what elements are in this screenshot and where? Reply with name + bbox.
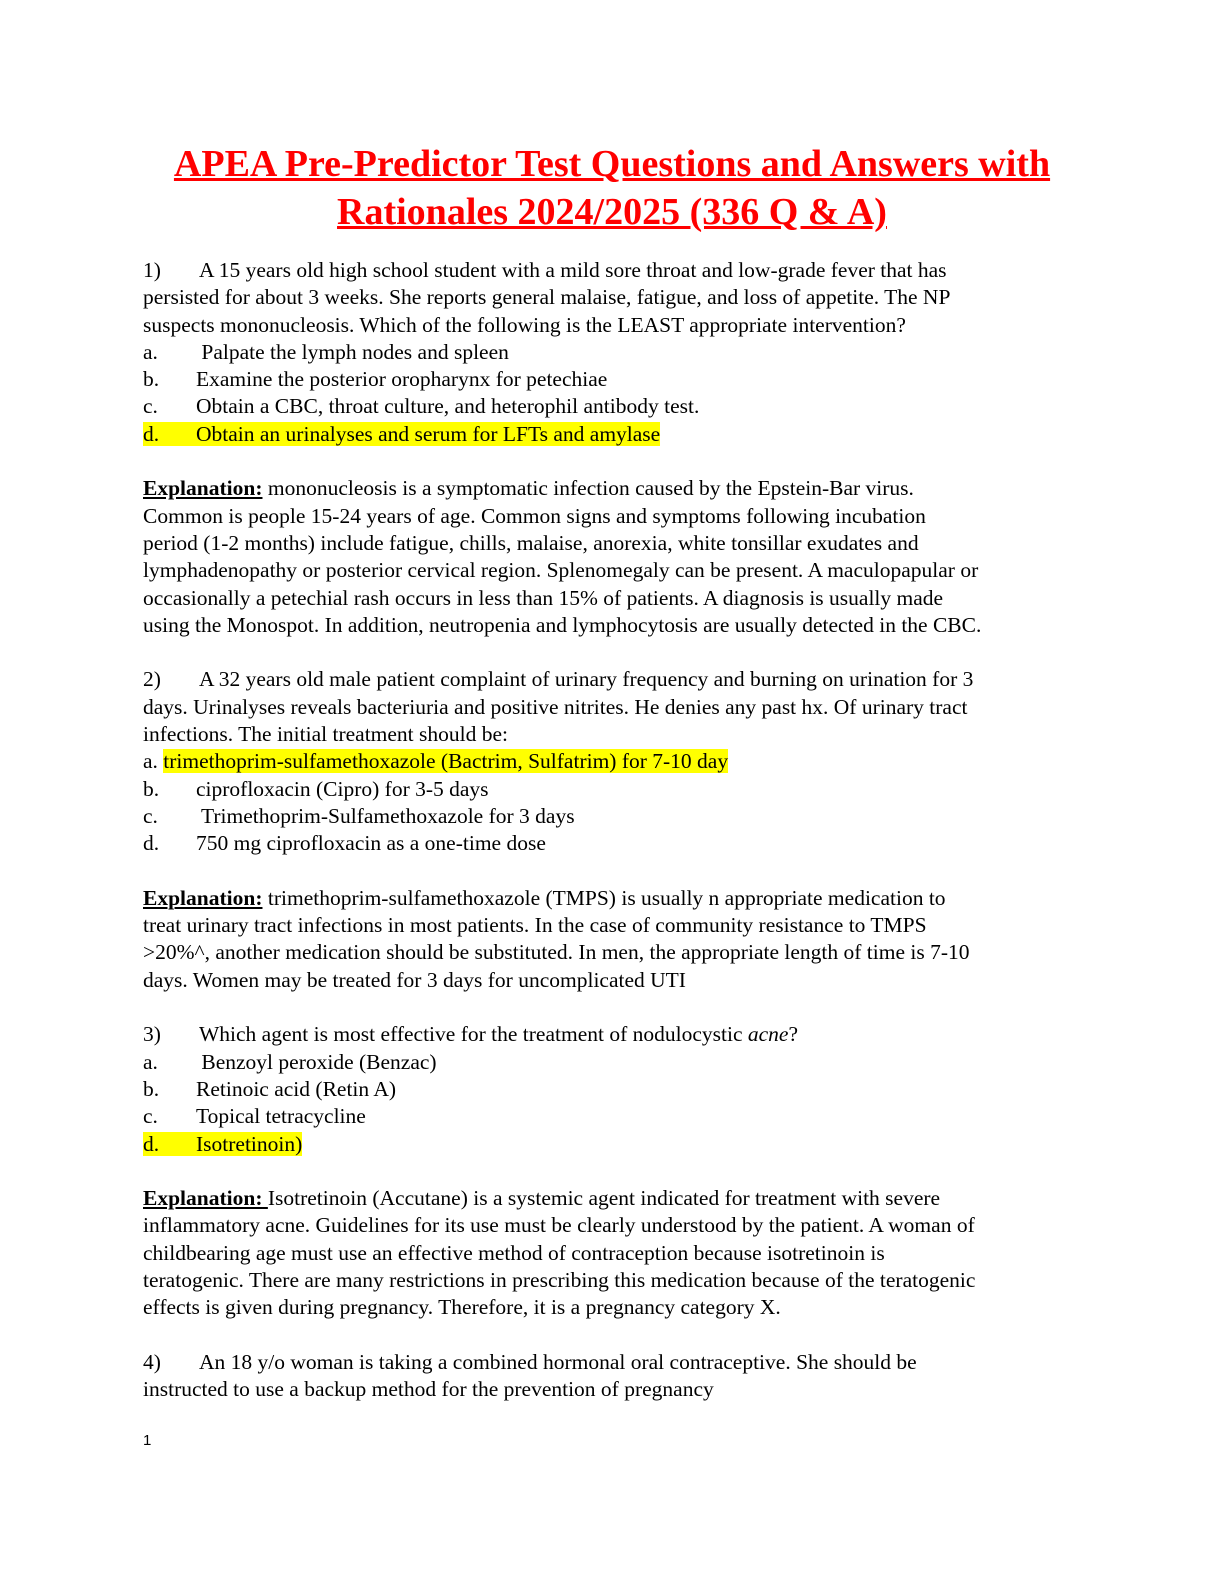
explanation-line: Explanation: trimethoprim-sulfamethoxazo… <box>143 885 946 910</box>
explanation-line: effects is given during pregnancy. There… <box>143 1295 781 1320</box>
answer-option-d-correct: d.Isotretinoin) <box>143 1131 303 1156</box>
answer-option-a-correct: a. trimethoprim-sulfamethoxazole (Bactri… <box>143 749 729 774</box>
question-stem-line: instructed to use a backup method for th… <box>143 1377 714 1402</box>
question-stem-line: 4)An 18 y/o woman is taking a combined h… <box>143 1349 1083 1376</box>
document-body: 1)A 15 years old high school student wit… <box>143 257 1083 1403</box>
explanation-line: using the Monospot. In addition, neutrop… <box>143 612 982 637</box>
answer-option-d: d.750 mg ciprofloxacin as a one-time dos… <box>143 831 546 856</box>
answer-option-b: b.Retinoic acid (Retin A) <box>143 1076 397 1101</box>
question-stem-line: 1)A 15 years old high school student wit… <box>143 257 1083 284</box>
document-title: APEA Pre-Predictor Test Questions and An… <box>110 140 1114 236</box>
answer-option-d-correct: d.Obtain an urinalyses and serum for LFT… <box>143 421 661 446</box>
question-4: 4)An 18 y/o woman is taking a combined h… <box>143 1349 1083 1404</box>
explanation-label: Explanation: <box>143 885 263 910</box>
page-number: 1 <box>143 1432 152 1449</box>
explanation-label: Explanation: <box>143 1186 263 1211</box>
explanation-line: lymphadenopathy or posterior cervical re… <box>143 558 979 583</box>
answer-option-b: b.ciprofloxacin (Cipro) for 3-5 days <box>143 776 489 801</box>
title-line-2: Rationales 2024/2025 (336 Q & A) <box>337 191 887 233</box>
explanation-line: treat urinary tract infections in most p… <box>143 913 927 938</box>
answer-option-c: c.Topical tetracycline <box>143 1104 366 1129</box>
question-number: 3) <box>143 1022 161 1047</box>
explanation-line: Explanation: mononucleosis is a symptoma… <box>143 476 914 501</box>
question-stem-line: persisted for about 3 weeks. She reports… <box>143 285 951 310</box>
answer-option-b: b.Examine the posterior oropharynx for p… <box>143 367 608 392</box>
question-stem-line: 2)A 32 years old male patient complaint … <box>143 666 1083 693</box>
question-stem-line: 3)Which agent is most effective for the … <box>143 1021 1083 1048</box>
explanation-label: Explanation: <box>143 476 263 501</box>
question-number: 2) <box>143 667 161 692</box>
question-stem-line: infections. The initial treatment should… <box>143 722 509 747</box>
answer-option-a: a. Palpate the lymph nodes and spleen <box>143 339 509 364</box>
answer-option-c: c. Trimethoprim-Sulfamethoxazole for 3 d… <box>143 803 575 828</box>
question-stem-line: suspects mononucleosis. Which of the fol… <box>143 312 906 337</box>
question-2: 2)A 32 years old male patient complaint … <box>143 666 1083 1021</box>
explanation-line: teratogenic. There are many restrictions… <box>143 1267 976 1292</box>
explanation-line: period (1-2 months) include fatigue, chi… <box>143 530 919 555</box>
question-1: 1)A 15 years old high school student wit… <box>143 257 1083 666</box>
explanation-line: Explanation: Isotretinoin (Accutane) is … <box>143 1186 941 1211</box>
question-3: 3)Which agent is most effective for the … <box>143 1021 1083 1349</box>
question-number: 1) <box>143 258 161 282</box>
explanation-line: days. Women may be treated for 3 days fo… <box>143 967 686 992</box>
question-stem-line: days. Urinalyses reveals bacteriuria and… <box>143 694 968 719</box>
answer-option-c: c.Obtain a CBC, throat culture, and hete… <box>143 394 700 419</box>
title-line-1: APEA Pre-Predictor Test Questions and An… <box>173 143 1051 185</box>
answer-option-a: a. Benzoyl peroxide (Benzac) <box>143 1049 437 1074</box>
explanation-line: childbearing age must use an effective m… <box>143 1240 885 1265</box>
explanation-line: inflammatory acne. Guidelines for its us… <box>143 1213 975 1238</box>
explanation-line: >20%^, another medication should be subs… <box>143 940 970 965</box>
explanation-line: Common is people 15-24 years of age. Com… <box>143 503 926 528</box>
question-number: 4) <box>143 1349 161 1374</box>
explanation-line: occasionally a petechial rash occurs in … <box>143 585 944 610</box>
